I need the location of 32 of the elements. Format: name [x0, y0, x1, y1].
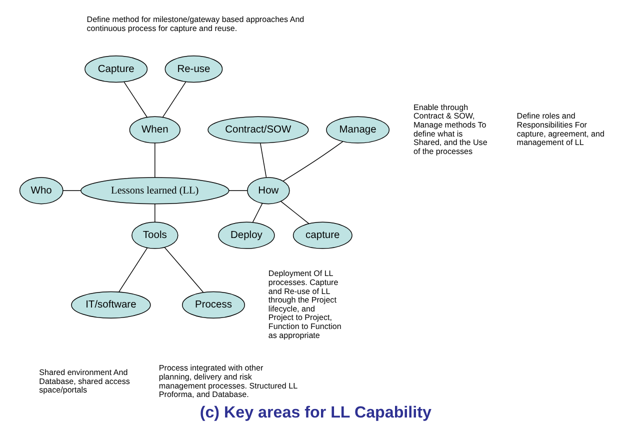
connector [164, 246, 204, 293]
connector [118, 248, 148, 292]
connector [228, 190, 248, 192]
node-ellipse: Manage [326, 116, 390, 144]
connector [252, 203, 263, 223]
node-ellipse: Who [19, 177, 64, 204]
node-ellipse: How [247, 177, 290, 204]
node-ellipse: Lessons learned (LL) [80, 177, 230, 204]
node-ellipse: Process [182, 291, 245, 318]
label: Enable through Contract & SOW, Manage methods To define what is Shared, and the Use of the processes [413, 102, 488, 156]
node-ellipse: Capture [84, 56, 148, 83]
label: Deployment Of LL processes. Capture and Re-use of LL through the Project lifecycle, and Project to Project, Function to Function as appropriate [268, 269, 342, 340]
connector [282, 141, 344, 182]
label: Shared environment And Database, shared access space/portals [39, 368, 130, 395]
connector [124, 82, 148, 118]
node-ellipse: When [129, 116, 180, 144]
connector [154, 204, 156, 222]
node-ellipse: Re-use [164, 56, 223, 83]
connector [280, 201, 310, 224]
node-ellipse: IT/software [71, 291, 151, 318]
caption: (c) Key areas for LL Capability [200, 403, 432, 422]
connector [260, 142, 267, 178]
connector [154, 142, 156, 178]
node-ellipse: Contract/SOW [208, 116, 309, 144]
connector [62, 190, 82, 192]
node-ellipse: capture [292, 222, 352, 249]
label: Define method for milestone/gateway based approaches And continuous process for capture and reuse. [86, 15, 304, 33]
node-ellipse: Tools [132, 222, 178, 249]
label: Define roles and Responsibilities For capture, agreement, and management of LL [516, 112, 604, 148]
connector [162, 81, 186, 118]
label: Process integrated with other planning, delivery and risk management processes. Structured LL Proforma, and Database. [158, 364, 298, 400]
node-ellipse: Deploy [218, 222, 275, 249]
